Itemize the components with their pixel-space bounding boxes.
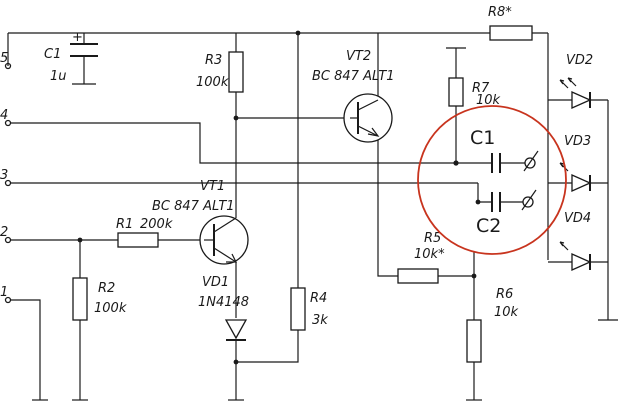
resistor-r8: R8* bbox=[488, 5, 533, 41]
annotation-capacitor-c2: C2 bbox=[476, 189, 537, 237]
r7-label: R7 bbox=[472, 81, 490, 96]
annotation-capacitor-c1: C1 bbox=[470, 127, 539, 173]
r2-value: 100k bbox=[94, 301, 127, 316]
vd1-type: 1N4148 bbox=[198, 295, 249, 310]
r1-value: 200k bbox=[140, 217, 173, 232]
c1-value: 1u bbox=[50, 69, 67, 84]
resistor-r5: R5 10k* bbox=[397, 231, 445, 284]
transistor-vt1: VT1 BC 847 ALT1 bbox=[152, 179, 249, 265]
annotation-c1-label: C1 bbox=[470, 127, 495, 149]
vt2-label: VT2 bbox=[346, 49, 371, 64]
terminal-1: 1 bbox=[0, 285, 12, 304]
r2-label: R2 bbox=[98, 281, 115, 296]
vt2-type: BC 847 ALT1 bbox=[312, 69, 395, 84]
annotation-c2-label: C2 bbox=[476, 215, 501, 237]
r8-label: R8* bbox=[488, 5, 512, 20]
r3-value: 100k bbox=[196, 75, 229, 90]
r6-value: 10k bbox=[494, 305, 519, 320]
led-vd4: VD4 bbox=[559, 211, 592, 272]
c1-label: C1 bbox=[44, 47, 61, 62]
vd4-label: VD4 bbox=[564, 211, 591, 226]
resistor-r7: R7 10k bbox=[448, 77, 501, 108]
terminal-4: 4 bbox=[0, 108, 12, 127]
vd1-label: VD1 bbox=[202, 275, 229, 290]
wires bbox=[8, 32, 618, 401]
vt1-type: BC 847 ALT1 bbox=[152, 199, 235, 214]
vt1-label: VT1 bbox=[200, 179, 225, 194]
r7-value: 10k bbox=[476, 93, 501, 108]
r5-label: R5 bbox=[424, 231, 441, 246]
transistor-vt2: VT2 BC 847 ALT1 bbox=[312, 49, 395, 143]
resistor-r4: R4 3k bbox=[290, 287, 328, 331]
resistor-r1: R1 200k bbox=[116, 217, 173, 248]
c1-plus-label: + bbox=[72, 30, 83, 45]
led-vd2: VD2 bbox=[559, 53, 593, 110]
r6-label: R6 bbox=[496, 287, 513, 302]
annotation-highlight bbox=[417, 105, 567, 255]
terminal-5: 5 bbox=[0, 33, 12, 70]
terminal-2: 2 bbox=[0, 225, 12, 244]
capacitor-c1: + C1 1u bbox=[44, 30, 98, 84]
terminal-5-label: 5 bbox=[0, 51, 8, 66]
resistor-r2: R2 100k bbox=[72, 277, 127, 321]
resistor-r6: R6 10k bbox=[466, 287, 519, 363]
junctions bbox=[77, 30, 481, 365]
r4-value: 3k bbox=[312, 313, 328, 328]
led-vd3: VD3 bbox=[559, 134, 592, 193]
r1-label: R1 bbox=[116, 217, 133, 232]
terminal-2-label: 2 bbox=[0, 225, 8, 240]
terminal-4-label: 4 bbox=[0, 108, 8, 123]
r3-label: R3 bbox=[205, 53, 222, 68]
terminal-3: 3 bbox=[0, 168, 12, 187]
r5-value: 10k* bbox=[414, 247, 445, 262]
vd2-label: VD2 bbox=[566, 53, 593, 68]
resistor-r3: R3 100k bbox=[196, 51, 244, 93]
vd3-label: VD3 bbox=[564, 134, 591, 149]
terminal-1-label: 1 bbox=[0, 285, 8, 300]
r4-label: R4 bbox=[310, 291, 327, 306]
terminal-3-label: 3 bbox=[0, 168, 8, 183]
diode-vd1: VD1 1N4148 bbox=[198, 275, 249, 341]
